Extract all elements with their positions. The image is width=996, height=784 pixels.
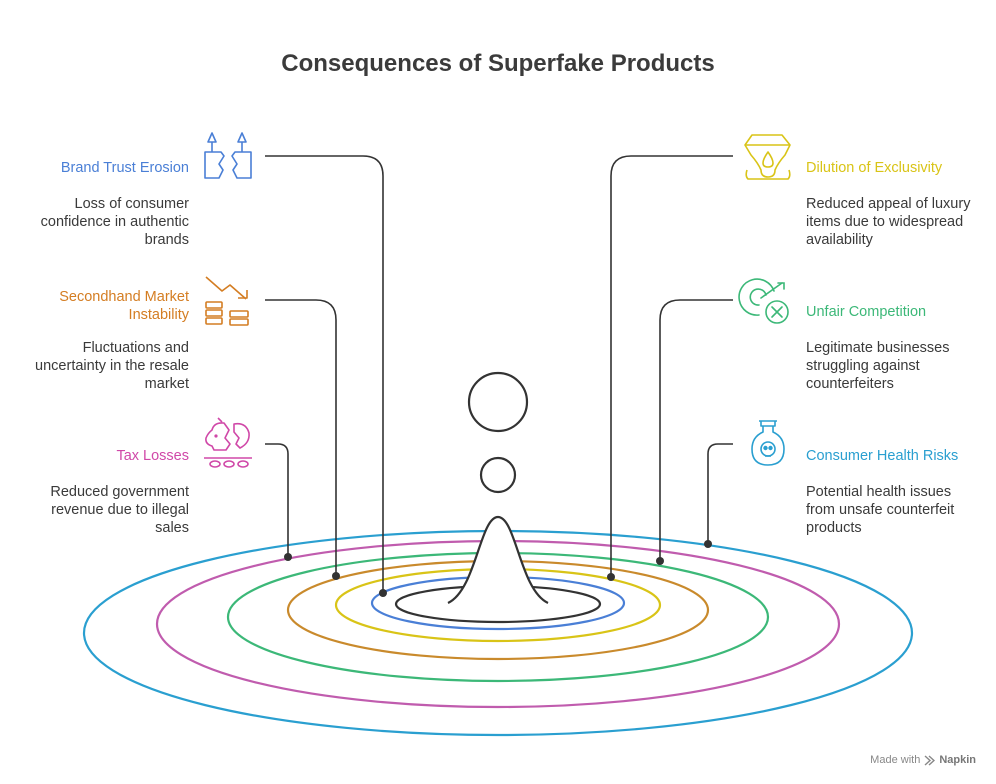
connector-brand-trust <box>265 155 384 593</box>
health-desc: Potential health issues from unsafe coun… <box>806 484 955 536</box>
connector-competition <box>659 299 733 561</box>
footer-brand: Napkin <box>939 754 976 766</box>
endpoint-competition <box>656 557 664 565</box>
napkin-logo-icon <box>924 754 936 766</box>
endpoint-exclusivity <box>607 573 615 581</box>
exclusivity-label: Dilution of Exclusivity <box>806 160 943 176</box>
diamond-drop-icon <box>744 134 791 180</box>
competition-label: Unfair Competition <box>806 304 927 320</box>
connector-exclusivity <box>610 155 733 577</box>
endpoint-health <box>704 540 712 548</box>
falling-coins-icon <box>205 276 249 326</box>
connector-tax <box>265 443 289 557</box>
endpoint-brand-trust <box>379 589 387 597</box>
tax-label: Tax Losses <box>116 448 189 464</box>
connector-health <box>707 443 733 544</box>
broken-trees-icon <box>204 132 252 179</box>
brand-trust-desc: Loss of consumer confidence in authentic… <box>40 196 189 248</box>
target-cross-icon <box>738 278 789 324</box>
endpoint-secondhand <box>332 572 340 580</box>
broken-piggy-bank-icon <box>204 417 252 468</box>
tax-desc: Reduced government revenue due to illega… <box>50 484 189 536</box>
poison-flask-icon <box>751 420 785 466</box>
brand-trust-label: Brand Trust Erosion <box>60 160 189 176</box>
secondhand-desc: Fluctuations and uncertainty in the resa… <box>35 340 189 392</box>
health-label: Consumer Health Risks <box>806 448 959 464</box>
footer-made-with: Made with <box>870 754 921 766</box>
drop-small <box>479 456 517 494</box>
drop-large <box>467 371 529 433</box>
exclusivity-desc: Reduced appeal of luxury items due to wi… <box>806 196 971 248</box>
endpoint-tax <box>284 553 292 561</box>
competition-desc: Legitimate businesses struggling against… <box>806 340 950 392</box>
secondhand-label: Secondhand Market Instability <box>59 289 189 323</box>
splash-peak <box>447 515 549 604</box>
page-title: Consequences of Superfake Products <box>281 50 715 77</box>
footer-credit: Made with Napkin <box>870 754 976 766</box>
connector-secondhand <box>265 299 337 576</box>
